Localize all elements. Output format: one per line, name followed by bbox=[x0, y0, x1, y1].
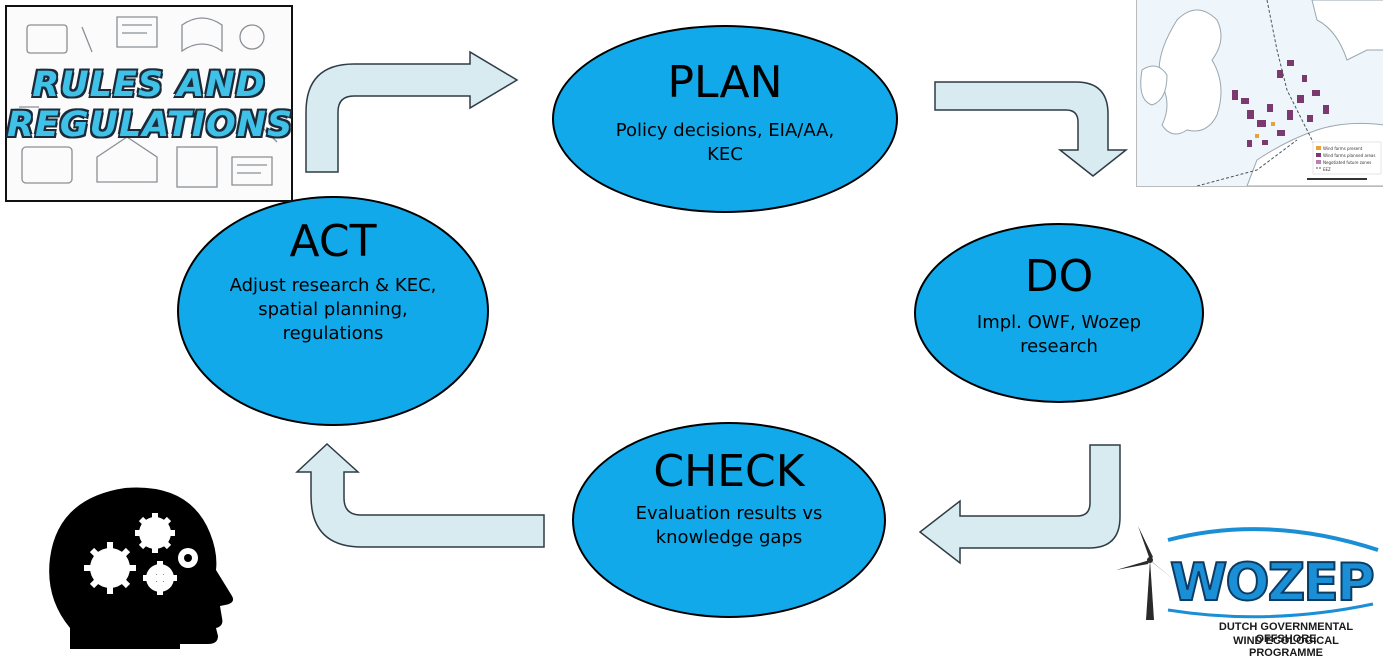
doodle-sketches bbox=[19, 16, 278, 188]
head-gears-icon bbox=[40, 478, 250, 649]
map-drawing: Wind farms present Wind farms planned ar… bbox=[1140, 0, 1383, 187]
rules-line-2: REGULATIONS bbox=[7, 105, 294, 145]
legend-item-2: Wind farms planned areas bbox=[1323, 153, 1375, 158]
legend-item-4: EEZ bbox=[1323, 167, 1331, 172]
node-act: ACT Adjust research & KEC, spatial plann… bbox=[177, 196, 489, 426]
arrow-plan-to-do bbox=[934, 81, 1129, 177]
node-act-title: ACT bbox=[289, 216, 377, 267]
wind-turbine-icon bbox=[1116, 526, 1174, 620]
node-check-description: Evaluation results vs knowledge gaps bbox=[635, 503, 823, 548]
node-check: CHECK Evaluation results vs knowledge ga… bbox=[572, 422, 886, 618]
arrow-do-to-check bbox=[918, 444, 1121, 565]
logo-line-1: DUTCH GOVERNMENTAL OFFSHORE bbox=[1218, 621, 1354, 645]
arrow-act-to-plan bbox=[305, 50, 519, 173]
rules-line-1: RULES AND bbox=[32, 65, 266, 105]
node-plan-title: PLAN bbox=[667, 57, 783, 108]
rules-and-regulations-picture: RULES AND REGULATIONS bbox=[5, 5, 293, 202]
node-plan: PLAN Policy decisions, EIA/AA, KEC bbox=[552, 25, 898, 213]
legend-item-1: Wind farms present bbox=[1323, 146, 1363, 151]
node-do-description: Impl. OWF, Wozep research bbox=[976, 312, 1142, 357]
logo-line-2: WIND ECOLOGICAL PROGRAMME bbox=[1233, 635, 1339, 659]
legend-item-3: Negotiated future zones bbox=[1323, 160, 1371, 165]
node-do-title: DO bbox=[1024, 251, 1094, 302]
offshore-wind-farm-map: Wind farms present Wind farms planned ar… bbox=[1136, 0, 1383, 187]
wozep-wordmark: WOZEP bbox=[1170, 553, 1373, 613]
node-plan-description: Policy decisions, EIA/AA, KEC bbox=[615, 120, 835, 165]
node-check-title: CHECK bbox=[653, 446, 805, 497]
arrow-check-to-act bbox=[295, 442, 545, 548]
node-do: DO Impl. OWF, Wozep research bbox=[914, 223, 1204, 403]
wozep-logo: WOZEP DUTCH GOVERNMENTAL OFFSHORE WIND E… bbox=[1108, 522, 1383, 659]
node-act-description: Adjust research & KEC, spatial planning,… bbox=[229, 275, 437, 344]
